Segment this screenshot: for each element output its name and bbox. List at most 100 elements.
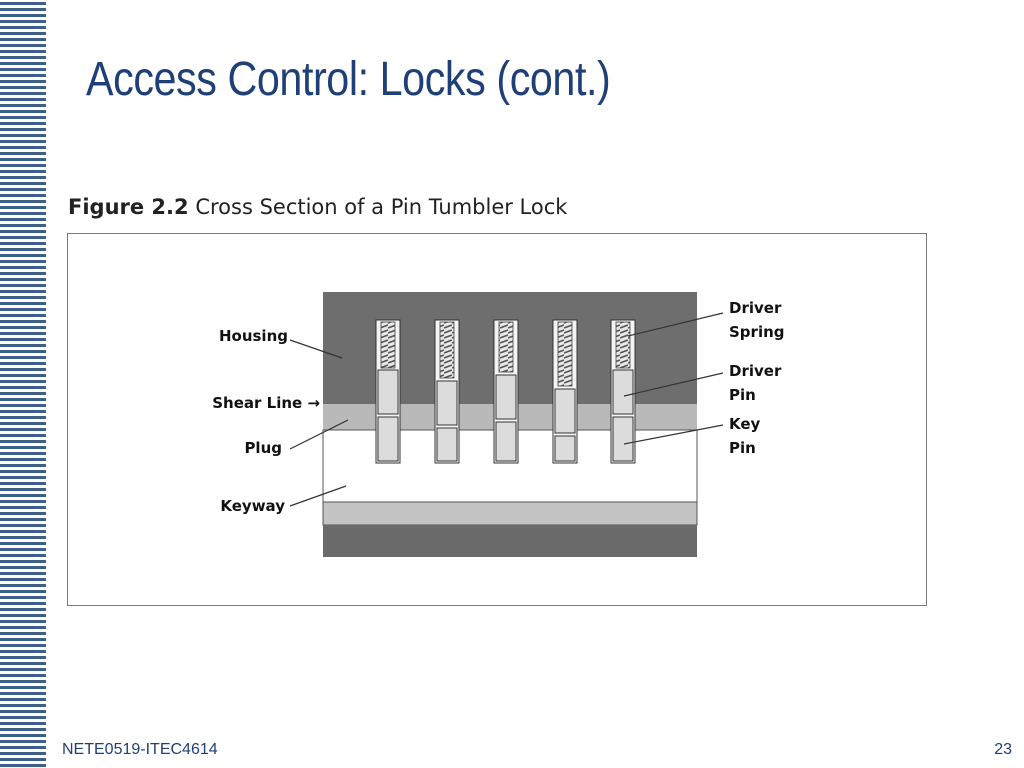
stripe-line bbox=[0, 38, 46, 41]
stripe-line bbox=[0, 614, 46, 617]
stripe-line bbox=[0, 608, 46, 611]
stripe-line bbox=[0, 716, 46, 719]
stripe-line bbox=[0, 212, 46, 215]
stripe-line bbox=[0, 644, 46, 647]
stripe-line bbox=[0, 638, 46, 641]
stripe-line bbox=[0, 278, 46, 281]
stripe-line bbox=[0, 470, 46, 473]
stripe-line bbox=[0, 200, 46, 203]
stripe-line bbox=[0, 674, 46, 677]
stripe-line bbox=[0, 356, 46, 359]
pin-stack-5 bbox=[610, 319, 636, 464]
figure-caption: Figure 2.2 Cross Section of a Pin Tumble… bbox=[68, 195, 567, 219]
stripe-line bbox=[0, 194, 46, 197]
stripe-line bbox=[0, 482, 46, 485]
stripe-line bbox=[0, 764, 46, 767]
pin-stack-4 bbox=[552, 319, 578, 464]
stripe-line bbox=[0, 392, 46, 395]
label-driver-spring-line1: Driver bbox=[729, 299, 782, 317]
leader-lines bbox=[289, 312, 724, 507]
stripe-line bbox=[0, 398, 46, 401]
stripe-line bbox=[0, 146, 46, 149]
stripe-line bbox=[0, 242, 46, 245]
key-pin bbox=[377, 416, 399, 462]
pin-stack-3 bbox=[493, 319, 519, 464]
stripe-line bbox=[0, 422, 46, 425]
driver-pin bbox=[436, 380, 458, 426]
stripe-line bbox=[0, 14, 46, 17]
housing-bottom bbox=[323, 525, 697, 557]
driver-spring bbox=[557, 321, 573, 387]
driver-spring bbox=[498, 321, 514, 373]
label-housing: Housing bbox=[219, 327, 288, 345]
stripe-line bbox=[0, 266, 46, 269]
stripe-line bbox=[0, 362, 46, 365]
label-driver-pin-line2: Pin bbox=[729, 386, 756, 404]
pin-stack-1 bbox=[375, 319, 401, 464]
driver-spring bbox=[380, 321, 396, 369]
stripe-line bbox=[0, 134, 46, 137]
figure-number: Figure 2.2 bbox=[68, 195, 189, 219]
stripe-line bbox=[0, 326, 46, 329]
stripe-line bbox=[0, 632, 46, 635]
stripe-line bbox=[0, 410, 46, 413]
stripe-line bbox=[0, 314, 46, 317]
stripe-line bbox=[0, 350, 46, 353]
stripe-line bbox=[0, 506, 46, 509]
stripe-line bbox=[0, 86, 46, 89]
stripe-line bbox=[0, 554, 46, 557]
footer-course-code: NETE0519-ITEC4614 bbox=[62, 741, 218, 758]
stripe-line bbox=[0, 140, 46, 143]
label-shear-line: Shear Line → bbox=[212, 394, 320, 412]
stripe-line bbox=[0, 572, 46, 575]
stripe-line bbox=[0, 596, 46, 599]
stripe-line bbox=[0, 746, 46, 749]
stripe-line bbox=[0, 620, 46, 623]
stripe-line bbox=[0, 176, 46, 179]
driver-spring bbox=[439, 321, 455, 379]
stripe-line bbox=[0, 548, 46, 551]
stripe-line bbox=[0, 50, 46, 53]
stripe-line bbox=[0, 260, 46, 263]
stripe-line bbox=[0, 230, 46, 233]
stripe-line bbox=[0, 158, 46, 161]
stripe-line bbox=[0, 104, 46, 107]
stripe-line bbox=[0, 488, 46, 491]
stripe-line bbox=[0, 518, 46, 521]
stripe-line bbox=[0, 170, 46, 173]
stripe-line bbox=[0, 692, 46, 695]
stripe-line bbox=[0, 452, 46, 455]
stripe-line bbox=[0, 80, 46, 83]
stripe-line bbox=[0, 686, 46, 689]
stripe-line bbox=[0, 740, 46, 743]
key-pin bbox=[495, 421, 517, 462]
stripe-line bbox=[0, 698, 46, 701]
stripe-line bbox=[0, 578, 46, 581]
stripe-line bbox=[0, 332, 46, 335]
stripe-line bbox=[0, 344, 46, 347]
stripe-line bbox=[0, 458, 46, 461]
stripe-line bbox=[0, 752, 46, 755]
stripe-line bbox=[0, 368, 46, 371]
stripe-line bbox=[0, 92, 46, 95]
label-driver-spring-line2: Spring bbox=[729, 323, 785, 341]
stripe-line bbox=[0, 446, 46, 449]
stripe-line bbox=[0, 32, 46, 35]
driver-pin bbox=[554, 388, 576, 434]
stripe-line bbox=[0, 128, 46, 131]
pin-stack-2 bbox=[434, 319, 460, 464]
driver-pin bbox=[377, 369, 399, 415]
label-key-pin-line2: Pin bbox=[729, 439, 756, 457]
stripe-line bbox=[0, 584, 46, 587]
key-pin bbox=[612, 416, 634, 462]
stripe-line bbox=[0, 164, 46, 167]
stripe-line bbox=[0, 122, 46, 125]
label-plug: Plug bbox=[244, 439, 282, 457]
stripe-line bbox=[0, 428, 46, 431]
figure-caption-text: Cross Section of a Pin Tumbler Lock bbox=[195, 195, 568, 219]
stripe-line bbox=[0, 236, 46, 239]
stripe-line bbox=[0, 626, 46, 629]
stripe-line bbox=[0, 284, 46, 287]
slide-title: Access Control: Locks (cont.) bbox=[86, 53, 611, 106]
stripe-line bbox=[0, 380, 46, 383]
